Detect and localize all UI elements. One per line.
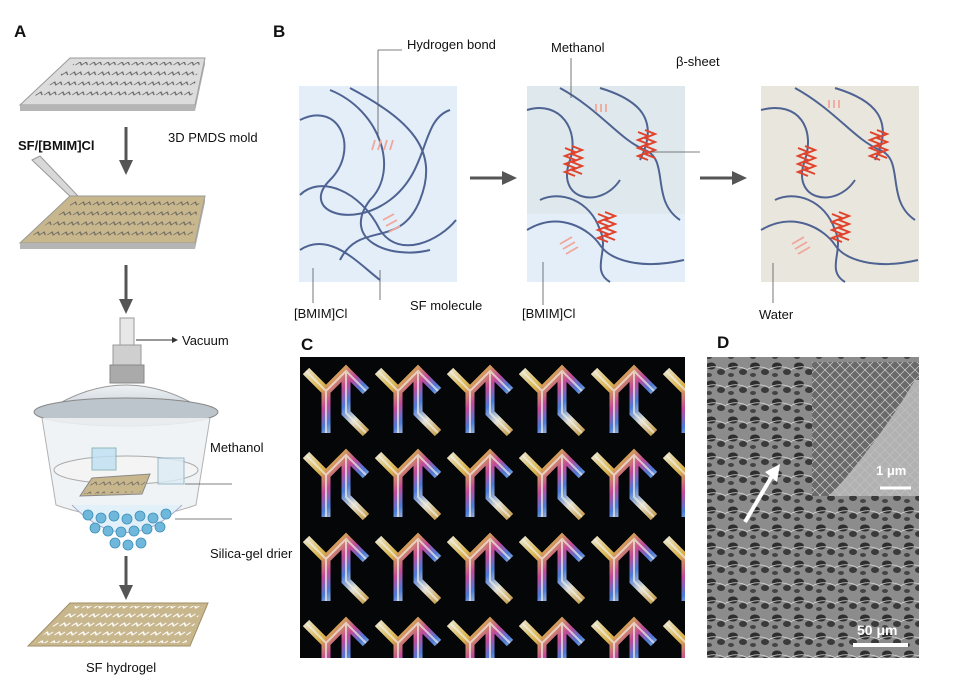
product-label: SF hydrogel bbox=[86, 660, 157, 675]
mold-label: 3D PMDS mold bbox=[168, 130, 258, 145]
sf-hydrogel-sheet bbox=[26, 602, 209, 647]
main-scale-label: 50 μm bbox=[857, 622, 898, 638]
bmim-label-2: [BMIM]Cl bbox=[522, 306, 576, 321]
vacuum-label: Vacuum bbox=[182, 333, 229, 348]
sem-inset bbox=[812, 362, 919, 496]
water-label: Water bbox=[759, 307, 794, 322]
filled-mold bbox=[18, 195, 206, 249]
panel-a-letter: A bbox=[14, 22, 27, 41]
desiccator-icon bbox=[33, 317, 232, 551]
methanol-label-b: Methanol bbox=[551, 40, 605, 55]
drier-label: Silica-gel drier bbox=[210, 546, 293, 561]
solvent-box bbox=[299, 49, 457, 303]
arrow-up-right-icon bbox=[743, 464, 780, 524]
methanol-label-a: Methanol bbox=[210, 440, 264, 455]
panel-d-letter: D bbox=[717, 333, 730, 352]
pdms-mold bbox=[18, 57, 206, 111]
arrow-down-icon bbox=[119, 265, 133, 314]
hbond-label: Hydrogen bond bbox=[407, 37, 496, 52]
solution-label: SF/[BMIM]Cl bbox=[18, 138, 95, 153]
bmim-label-1: [BMIM]Cl bbox=[294, 306, 348, 321]
water-box bbox=[760, 86, 919, 303]
arrow-right-icon bbox=[470, 171, 517, 185]
methanol-box bbox=[526, 58, 700, 305]
panel-b-letter: B bbox=[273, 22, 286, 41]
panel-c-letter: C bbox=[301, 335, 314, 354]
arrow-down-icon bbox=[119, 556, 133, 600]
arrow-right-icon bbox=[700, 171, 747, 185]
sf-molecule-label: SF molecule bbox=[410, 298, 483, 313]
beta-sheet-label: β-sheet bbox=[676, 54, 720, 69]
arrow-down-icon bbox=[119, 127, 133, 175]
inset-scale-label: 1 μm bbox=[876, 463, 907, 478]
